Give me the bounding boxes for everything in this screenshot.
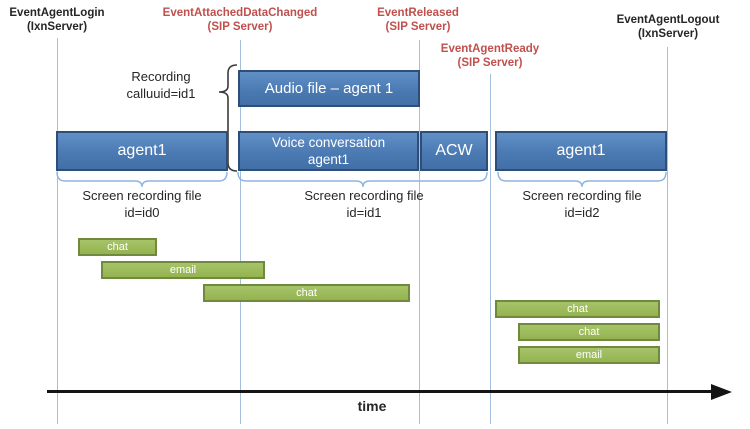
agent-state-box-left: agent1 (56, 131, 228, 171)
recording-annotation-line1: Recording (131, 69, 191, 84)
event-label-agent-logout: EventAgentLogout (IxnServer) (578, 13, 750, 41)
underbrace-icon (497, 172, 667, 188)
screen-recording-annotation-1: Screen recording file id=id1 (284, 187, 444, 221)
interaction-bar-label: chat (578, 325, 600, 338)
event-server: (IxnServer) (26, 21, 88, 33)
screen-recording-id: id=id0 (124, 205, 160, 220)
time-axis-line (47, 390, 713, 393)
screen-recording-file-text: Screen recording file (304, 188, 424, 203)
lifeline-event-agent-logout (667, 47, 668, 424)
interaction-bar-chat: chat (495, 300, 660, 318)
event-server: (IxnServer) (637, 28, 699, 40)
screen-recording-annotation-2: Screen recording file id=id2 (502, 187, 662, 221)
interaction-bar-email: email (101, 261, 265, 279)
event-server: (SIP Server) (385, 21, 451, 33)
event-label-attached-data-changed: EventAttachedDataChanged (SIP Server) (150, 6, 330, 34)
event-label-agent-ready: EventAgentReady (SIP Server) (400, 42, 580, 70)
interaction-bar-chat: chat (78, 238, 157, 256)
lifeline-event-agent-login (57, 38, 58, 424)
audio-file-label: Audio file – agent 1 (264, 80, 394, 97)
acw-box: ACW (420, 131, 488, 171)
event-name: EventAgentLogout (616, 14, 720, 26)
screen-recording-file-text: Screen recording file (522, 188, 642, 203)
interaction-bar-label: email (169, 263, 197, 276)
lifeline-event-agent-ready (490, 74, 491, 424)
event-name: EventAttachedDataChanged (162, 7, 318, 19)
interaction-bar-email: email (518, 346, 660, 364)
recording-annotation: Recording calluuid=id1 (105, 68, 217, 102)
left-curly-brace-icon (218, 64, 238, 172)
underbrace-icon (237, 172, 488, 188)
lifeline-event-attached-data-changed (240, 40, 241, 424)
acw-label: ACW (435, 142, 473, 159)
voice-conversation-box: Voice conversation agent1 (238, 131, 419, 171)
underbrace-icon (56, 172, 228, 188)
event-label-released: EventReleased (SIP Server) (328, 6, 508, 34)
interaction-bar-chat: chat (203, 284, 410, 302)
agent-state-box-right: agent1 (495, 131, 667, 171)
voice-conversation-label-line1: Voice conversation (271, 135, 386, 150)
event-name: EventAgentReady (440, 43, 540, 55)
recording-annotation-line2: calluuid=id1 (126, 86, 196, 101)
interaction-bar-label: chat (567, 302, 588, 315)
interaction-bar-label: email (575, 348, 603, 361)
event-name: EventReleased (377, 7, 459, 19)
interaction-bar-label: chat (296, 286, 317, 299)
screen-recording-id: id=id1 (346, 205, 382, 220)
time-axis-label: time (357, 398, 387, 414)
agent-state-label: agent1 (117, 142, 167, 159)
event-server: (SIP Server) (457, 57, 523, 69)
lifeline-event-released (419, 40, 420, 424)
screen-recording-id: id=id2 (564, 205, 600, 220)
interaction-bar-chat: chat (518, 323, 660, 341)
event-name: EventAgentLogin (9, 7, 105, 19)
event-label-agent-login: EventAgentLogin (IxnServer) (0, 6, 147, 34)
agent-state-label: agent1 (556, 142, 606, 159)
audio-file-box: Audio file – agent 1 (238, 70, 420, 107)
event-server: (SIP Server) (207, 21, 273, 33)
screen-recording-file-text: Screen recording file (82, 188, 202, 203)
voice-conversation-label-line2: agent1 (307, 152, 350, 167)
interaction-bar-label: chat (107, 240, 128, 253)
screen-recording-annotation-0: Screen recording file id=id0 (62, 187, 222, 221)
time-axis-arrow-icon (711, 384, 732, 400)
